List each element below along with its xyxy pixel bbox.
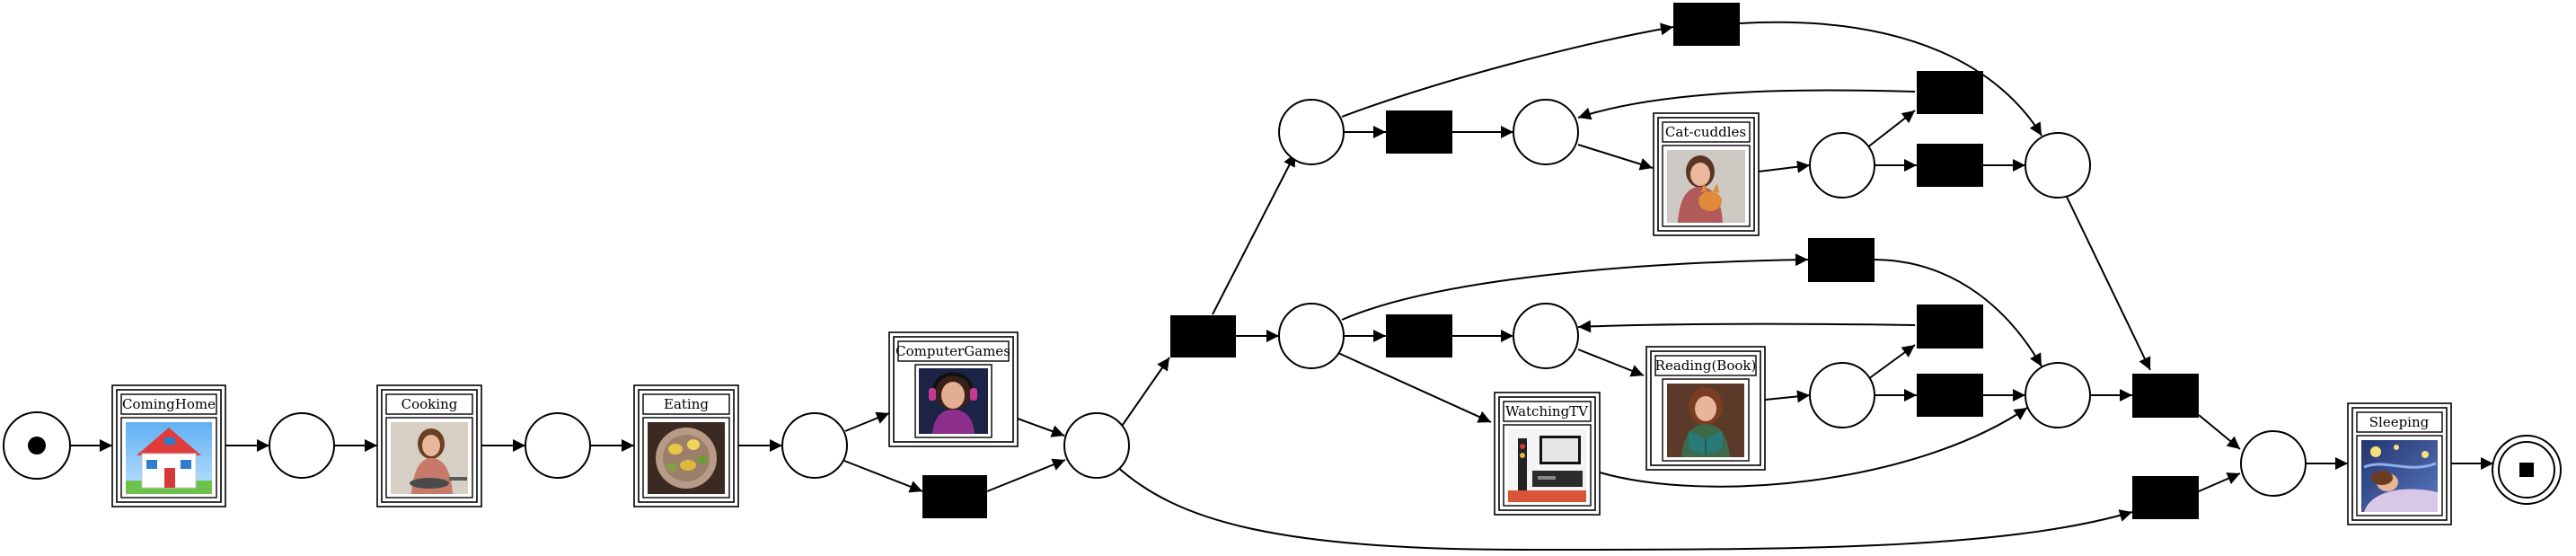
- activity-cooking[interactable]: Cooking: [376, 384, 482, 507]
- activity-label: Cat-cuddles: [1665, 124, 1746, 140]
- end-token-icon: [2519, 463, 2534, 477]
- silent-transition-1[interactable]: [922, 475, 987, 518]
- tv-stand-icon: [1508, 429, 1586, 502]
- woman-reading-icon: [1667, 384, 1744, 457]
- place-p13[interactable]: [2240, 430, 2307, 497]
- arc-tau10-to-p12: [1874, 259, 2042, 367]
- arc-p3-to-computergames: [844, 411, 890, 432]
- arc-p7-to-tau12: [1867, 344, 1916, 380]
- activity-label: Eating: [664, 396, 709, 412]
- arc-readingbook-to-p7: [1764, 390, 1811, 403]
- place-p12[interactable]: [2025, 362, 2091, 428]
- arc-tau14-to-p13: [2198, 414, 2241, 450]
- activity-eating[interactable]: Eating: [633, 384, 739, 507]
- silent-transition-8[interactable]: [1917, 144, 1983, 187]
- silent-transition-6[interactable]: [1386, 110, 1452, 154]
- arc-p10-to-tau7: [1866, 110, 1916, 149]
- activity-readingbook[interactable]: Reading(Book): [1645, 346, 1766, 471]
- arc-tau2-to-p8: [1212, 153, 1296, 315]
- arc-p3-to-tau1: [843, 460, 923, 493]
- arc-tau9-to-p13: [2198, 472, 2241, 492]
- place-p9[interactable]: [1513, 99, 1579, 165]
- start-place[interactable]: [3, 411, 71, 480]
- activity-computergames[interactable]: ComputerGames: [888, 331, 1019, 447]
- starry-night-sleep-icon: [2361, 440, 2438, 512]
- activity-label: Reading(Book): [1655, 357, 1757, 374]
- arc-p9-to-catcuddles: [1577, 144, 1654, 171]
- arc-p11-to-tau14: [2065, 194, 2151, 371]
- activity-label: Sleeping: [2369, 414, 2430, 430]
- woman-holding-cat-icon: [1667, 150, 1745, 223]
- cooking-woman-icon: [391, 422, 468, 494]
- activity-watchingtv[interactable]: WatchingTV: [1494, 392, 1601, 516]
- activity-sleeping[interactable]: Sleeping: [2347, 402, 2452, 525]
- arc-p6-to-readingbook: [1577, 349, 1645, 377]
- activity-label: ComingHome: [122, 396, 216, 412]
- place-p3[interactable]: [781, 412, 848, 479]
- activity-catcuddles[interactable]: Cat-cuddles: [1653, 112, 1760, 236]
- arc-tau12-to-p6: [1577, 320, 1916, 333]
- arc-watchingtv-to-p12: [1599, 407, 2028, 488]
- place-p5[interactable]: [1278, 303, 1345, 369]
- gamer-headset-icon: [919, 368, 988, 434]
- arcs: [71, 21, 2493, 552]
- silent-transition-14[interactable]: [2132, 374, 2199, 418]
- plate-of-food-icon: [648, 422, 725, 494]
- arc-tau7-to-p9: [1577, 89, 1916, 120]
- places: [3, 99, 2562, 505]
- place-p2[interactable]: [525, 412, 591, 479]
- place-p4[interactable]: [1063, 412, 1130, 479]
- silent-transition-10[interactable]: [1808, 238, 1875, 282]
- house-icon: [126, 422, 212, 494]
- end-place[interactable]: [2492, 435, 2562, 505]
- silent-transition-9[interactable]: [2132, 476, 2199, 519]
- silent-transition-5[interactable]: [1673, 3, 1740, 46]
- arc-computergames-to-p4: [1017, 418, 1065, 437]
- arc-catcuddles-to-p10: [1758, 160, 1811, 173]
- silent-transitions: [922, 3, 2199, 519]
- arc-tau5-to-p11: [1739, 21, 2042, 137]
- arc-p5-to-tau10: [1341, 253, 1809, 321]
- arc-p4-to-tau2: [1117, 357, 1170, 432]
- arc-p4-to-tau9: [1115, 464, 2133, 552]
- place-p8[interactable]: [1278, 99, 1345, 165]
- arc-p5-to-watchingtv: [1337, 352, 1492, 423]
- silent-transition-12[interactable]: [1917, 304, 1983, 349]
- silent-transition-11[interactable]: [1386, 314, 1452, 357]
- arc-tau1-to-p4: [986, 458, 1066, 492]
- arc-p8-to-tau5: [1341, 22, 1674, 118]
- place-p11[interactable]: [2025, 132, 2091, 199]
- activity-cominghome[interactable]: ComingHome: [111, 384, 226, 507]
- activity-label: Cooking: [401, 396, 458, 412]
- activity-label: WatchingTV: [1505, 403, 1589, 419]
- place-p10[interactable]: [1809, 132, 1875, 199]
- start-token-icon: [28, 437, 46, 455]
- silent-transition-7[interactable]: [1917, 71, 1983, 114]
- place-p1[interactable]: [269, 412, 335, 479]
- activity-label: ComputerGames: [895, 343, 1010, 359]
- place-p7[interactable]: [1809, 362, 1875, 428]
- silent-transition-2[interactable]: [1170, 315, 1236, 357]
- place-p6[interactable]: [1513, 303, 1579, 369]
- silent-transition-13[interactable]: [1917, 374, 1983, 417]
